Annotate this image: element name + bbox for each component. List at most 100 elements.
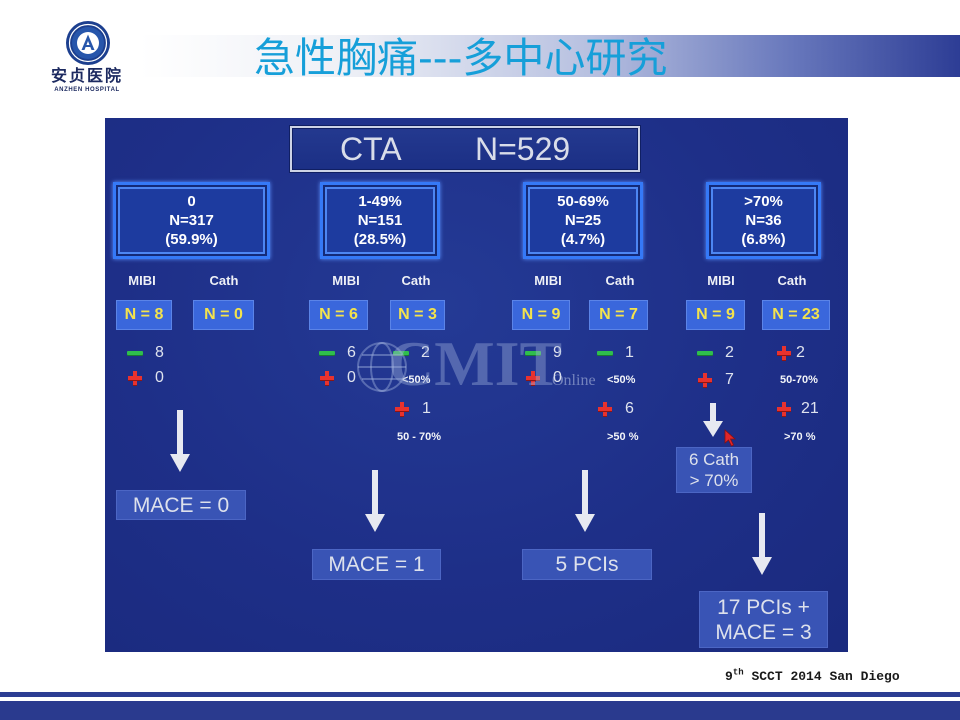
group-range: 0 xyxy=(187,193,196,210)
cath-count-box: N = 3 xyxy=(390,300,445,330)
result-row: 21 xyxy=(776,399,819,419)
mibi-count-box: N = 6 xyxy=(309,300,368,330)
root-count: N=529 xyxy=(475,131,571,167)
result-value: 9 xyxy=(553,344,562,361)
result-value: 0 xyxy=(553,369,562,386)
minus-icon xyxy=(127,351,143,355)
slide-title: 急性胸痛---多中心研究 xyxy=(254,34,668,82)
result-threshold: <50% xyxy=(607,374,636,386)
group-count: N=317 xyxy=(169,212,214,229)
plus-icon xyxy=(395,402,409,416)
mibi-count-box: N = 9 xyxy=(686,300,745,330)
outcome-box: MACE = 0 xyxy=(116,490,246,520)
diagram-panel: CTA N=529 0 N=317 (59.9%) 1-49% N=151 (2… xyxy=(105,118,848,652)
result-row: 2 xyxy=(697,343,734,363)
result-threshold: >70 % xyxy=(784,431,816,443)
arrow-down-icon xyxy=(703,403,723,437)
outcome-line: 6 Cath xyxy=(688,450,740,469)
minus-icon xyxy=(597,351,613,355)
group-range: >70% xyxy=(744,193,783,210)
group-box: >70% N=36 (6.8%) xyxy=(706,182,821,259)
hospital-name-en: ANZHEN HOSPITAL xyxy=(54,87,120,93)
group-share: (6.8%) xyxy=(741,231,786,248)
mibi-count-box: N = 9 xyxy=(512,300,570,330)
result-value: 21 xyxy=(801,400,819,417)
result-row: 0 xyxy=(525,368,562,388)
arrow-down-icon xyxy=(752,513,772,575)
cath-label: Cath xyxy=(209,273,239,288)
cursor-icon xyxy=(724,429,737,447)
mibi-label: MIBI xyxy=(534,273,562,288)
root-label: CTA xyxy=(340,131,402,167)
group-count: N=151 xyxy=(357,212,403,229)
footer-citation: 9th SCCT 2014 San Diego xyxy=(725,668,900,686)
cath-count-box: N = 23 xyxy=(762,300,830,330)
group-share: (28.5%) xyxy=(353,231,407,248)
minus-icon xyxy=(525,351,541,355)
group-box: 0 N=317 (59.9%) xyxy=(113,182,270,259)
group-box: 1-49% N=151 (28.5%) xyxy=(320,182,440,259)
arrow-down-icon xyxy=(575,470,595,532)
group-count: N=36 xyxy=(745,212,782,229)
footer-event: SCCT 2014 San Diego xyxy=(751,669,900,684)
result-row: 1 xyxy=(597,343,634,363)
plus-icon xyxy=(526,371,540,385)
mibi-label: MIBI xyxy=(707,273,735,288)
result-row: 2 xyxy=(776,343,805,363)
cath-label: Cath xyxy=(401,273,431,288)
outcome-line: MACE = 1 xyxy=(328,553,425,576)
arrow-down-icon xyxy=(365,470,385,532)
group-share: (4.7%) xyxy=(560,231,606,248)
minus-icon xyxy=(393,351,409,355)
outcome-line: 17 PCIs + xyxy=(717,595,810,619)
result-value: 1 xyxy=(422,400,431,417)
group-range: 50-69% xyxy=(557,193,609,210)
result-row: 0 xyxy=(127,368,164,388)
outcome-box: 6 Cath > 70% xyxy=(676,447,752,493)
result-threshold: <50% xyxy=(402,374,431,386)
group-range: 1-49% xyxy=(358,193,402,210)
group-count: N=25 xyxy=(564,212,602,229)
header-bar xyxy=(140,35,960,77)
group-share: (59.9%) xyxy=(165,231,218,248)
result-row: 2 xyxy=(393,343,430,363)
result-value: 1 xyxy=(625,344,634,361)
result-value: 6 xyxy=(625,400,634,417)
result-value: 6 xyxy=(347,344,356,361)
root-box: CTA N=529 xyxy=(290,126,640,172)
result-value: 2 xyxy=(725,344,734,361)
result-row: 7 xyxy=(697,370,734,390)
outcome-box: 17 PCIs + MACE = 3 xyxy=(699,591,828,648)
footer-rule xyxy=(0,692,960,697)
plus-icon xyxy=(598,402,612,416)
result-threshold: 50 - 70% xyxy=(397,431,442,443)
plus-icon xyxy=(128,371,142,385)
group-box: 50-69% N=25 (4.7%) xyxy=(523,182,643,259)
result-row: 8 xyxy=(127,343,164,363)
minus-icon xyxy=(697,351,713,355)
result-value: 7 xyxy=(725,371,734,388)
cath-label: Cath xyxy=(605,273,635,288)
arrow-down-icon xyxy=(170,410,190,472)
mibi-count-box: N = 8 xyxy=(116,300,172,330)
result-row: 9 xyxy=(525,343,562,363)
plus-icon xyxy=(320,371,334,385)
footer-ordinal: 9 xyxy=(725,669,733,684)
outcome-line: MACE = 3 xyxy=(715,620,812,644)
plus-icon xyxy=(777,402,791,416)
outcome-line: MACE = 0 xyxy=(132,493,230,517)
hospital-emblem-icon xyxy=(66,21,110,65)
cath-count-box: N = 7 xyxy=(589,300,648,330)
result-value: 2 xyxy=(421,344,430,361)
hospital-name-cn: 安贞医院 xyxy=(50,66,123,85)
result-row: 0 xyxy=(319,368,356,388)
result-value: 0 xyxy=(347,369,356,386)
result-row: 6 xyxy=(319,343,356,363)
result-row: 1 xyxy=(394,399,431,419)
result-threshold: >50 % xyxy=(607,431,639,443)
outcome-line: > 70% xyxy=(689,471,739,490)
cath-count-box: N = 0 xyxy=(193,300,254,330)
plus-icon xyxy=(777,346,791,360)
result-value: 2 xyxy=(796,344,805,361)
result-row: 6 xyxy=(597,399,634,419)
